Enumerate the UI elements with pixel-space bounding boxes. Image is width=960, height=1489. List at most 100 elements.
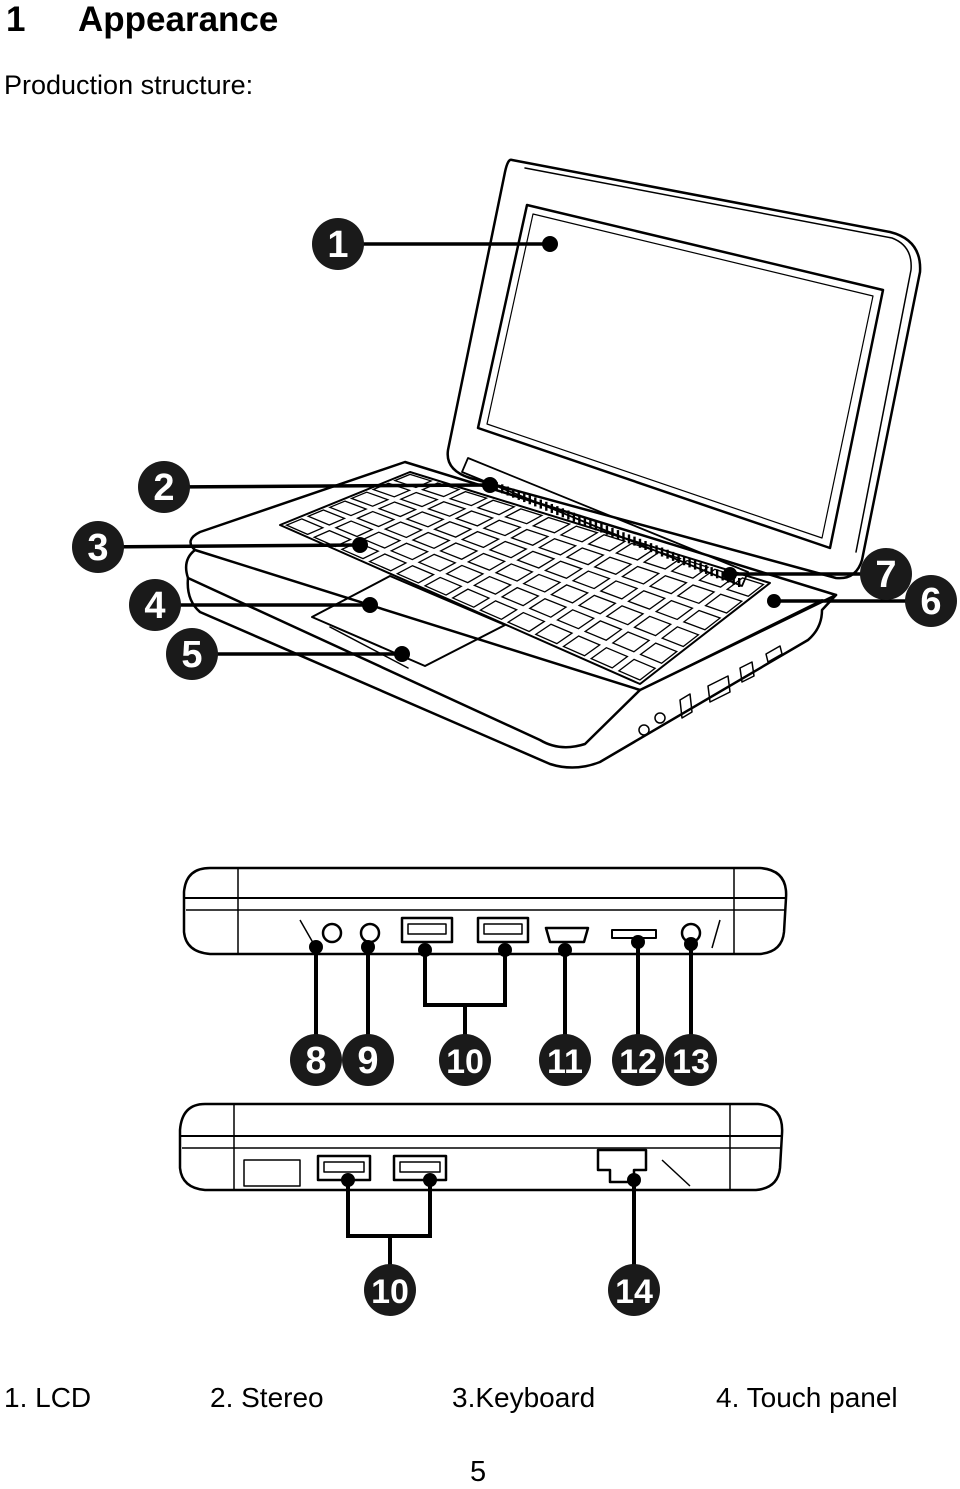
keyboard-key <box>399 491 439 508</box>
speaker-grille-slot <box>671 551 675 561</box>
speaker-grille-slot <box>644 540 647 550</box>
keyboard-key <box>676 584 716 605</box>
speaker-grille-slot <box>699 562 702 572</box>
speaker-grille-slot <box>561 508 565 518</box>
keyboard-key <box>704 593 744 614</box>
keyboard-key <box>395 565 436 584</box>
keyboard-key <box>411 531 451 550</box>
keyboard-key <box>472 575 513 595</box>
callout-badge <box>608 1264 660 1316</box>
keyboard-key <box>349 491 390 507</box>
keyboard-key <box>583 620 623 641</box>
section-title: Appearance <box>78 0 279 39</box>
keyboard-key <box>445 564 485 584</box>
keyboard-key <box>577 594 617 615</box>
keyboard-key <box>362 531 402 549</box>
speaker-grille-slot <box>688 558 691 568</box>
speaker-grille-slot <box>682 556 686 566</box>
speaker-grille-slot <box>622 532 625 542</box>
keyboard-key <box>433 521 473 538</box>
speaker-grille-slot <box>666 549 669 559</box>
callout-number: 5 <box>181 634 202 676</box>
keyboard-key <box>621 565 661 585</box>
speaker-grille-slot <box>738 578 741 587</box>
speaker-grille-slot <box>704 564 708 574</box>
speaker-grille-slot <box>517 490 520 500</box>
keyboard-key <box>599 580 639 600</box>
callout-number: 10 <box>371 1273 409 1311</box>
callout-number: 2 <box>153 467 174 509</box>
speaker-grille-slot <box>732 575 735 585</box>
callout-badge <box>612 1034 664 1086</box>
callout-number: 10 <box>446 1043 484 1081</box>
speaker-grille-slot <box>655 545 658 555</box>
callout-number: 4 <box>144 585 165 627</box>
keyboard-key <box>448 490 489 507</box>
speaker-grille-slot <box>616 530 620 540</box>
callout-number: 12 <box>619 1043 657 1081</box>
callout-badge <box>665 1034 717 1086</box>
keyboard-key <box>534 623 574 645</box>
callout-badge <box>138 461 190 513</box>
keyboard-key <box>682 609 722 631</box>
legend-item-stereo: 2. Stereo <box>210 1382 324 1413</box>
legend-item-touch-panel: 4. Touch panel <box>716 1382 898 1413</box>
keyboard-key <box>405 511 445 528</box>
keyboard-key <box>639 642 679 665</box>
keyboard-key <box>488 540 528 559</box>
speaker-grille-slot <box>567 510 570 520</box>
base-deck <box>189 460 838 692</box>
callout-number: 7 <box>875 554 896 596</box>
keyboard-key <box>648 575 688 595</box>
callout-number: 11 <box>547 1043 583 1081</box>
speaker-grille-slot <box>649 543 653 553</box>
speaker-grille-slot <box>611 527 614 537</box>
keyboard-key <box>550 584 590 604</box>
callout-badge <box>342 1034 394 1086</box>
lcd-screen <box>476 203 885 550</box>
speaker-grille-slot <box>578 514 581 524</box>
keyboard-key <box>506 611 546 633</box>
keyboard-key <box>587 534 627 552</box>
speaker-grille-slot <box>605 525 609 535</box>
speaker-grille-slot <box>512 488 515 498</box>
callout-number: 3 <box>87 527 108 569</box>
keyboard-key <box>383 521 424 539</box>
speaker-grille-slot <box>594 521 598 531</box>
speaker-grille-slot <box>534 497 537 507</box>
callout-badge <box>539 1034 591 1086</box>
page-number: 5 <box>470 1456 487 1488</box>
speaker-grille-slot <box>506 486 509 496</box>
keyboard-key <box>306 509 347 526</box>
callout-number: 8 <box>305 1040 326 1082</box>
keyboard-key <box>454 510 495 527</box>
speaker-grille-slot <box>583 517 587 527</box>
keyboard-key <box>510 528 550 546</box>
keyboard-key <box>660 626 700 648</box>
callout-number: 9 <box>357 1040 378 1082</box>
keyboard-key <box>368 553 408 572</box>
keyboard-key <box>605 605 645 626</box>
speaker-grille-slot <box>523 493 526 503</box>
keyboard-key <box>417 553 457 572</box>
keyboard-key <box>556 609 596 630</box>
callout-badge <box>129 579 181 631</box>
keyboard-key <box>559 525 599 543</box>
keyboard-key <box>466 552 507 571</box>
keyboard-key <box>565 547 605 566</box>
keyboard-key <box>522 573 562 593</box>
speaker-grille-slot <box>677 554 680 564</box>
speaker-grille-slot <box>693 560 697 570</box>
lid-outline <box>446 158 922 580</box>
speaker-grille-slot <box>550 503 554 513</box>
speaker-grille-slot <box>572 512 576 522</box>
callout-badge <box>290 1034 342 1086</box>
callout-badge <box>312 218 364 270</box>
keyboard-key <box>479 600 519 621</box>
keyboard-key <box>423 576 463 596</box>
callout-badge <box>860 548 912 600</box>
callout-number: 1 <box>327 224 348 266</box>
callout-badge <box>439 1034 491 1086</box>
keyboard-key <box>451 588 491 608</box>
